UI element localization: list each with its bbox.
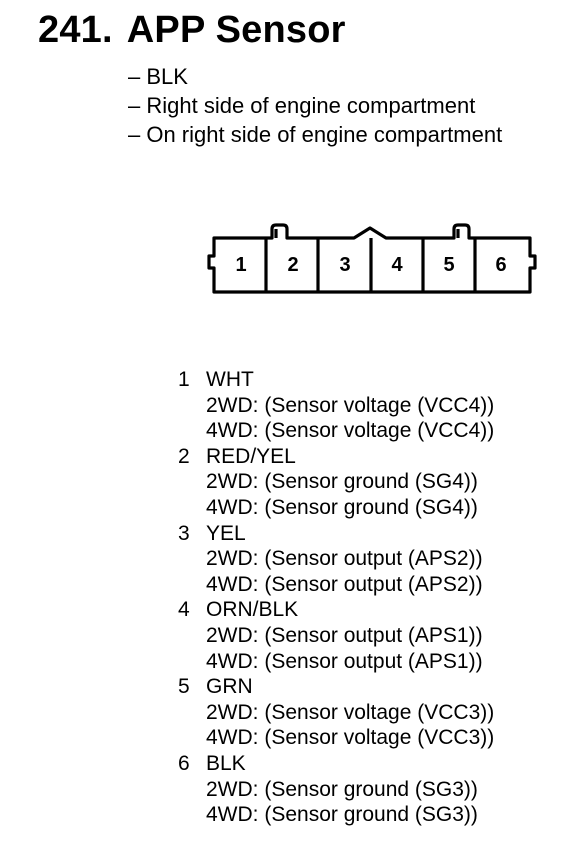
pin-number: 5 (178, 675, 190, 699)
spec-location: – Right side of engine compartment (128, 93, 476, 118)
terminal-4: 4 (391, 254, 403, 276)
pin-function-2wd: 2WD: (Sensor voltage (VCC3)) (206, 700, 495, 724)
pin-function-4wd: 4WD: (Sensor voltage (VCC4)) (206, 419, 495, 443)
pin-item: 4 ORN/BLK 2WD: (Sensor output (APS1)) 4W… (178, 597, 494, 674)
terminal-1: 1 (235, 254, 246, 276)
pin-function-4wd: 4WD: (Sensor output (APS1)) (206, 649, 483, 673)
wire-color: WHT (206, 368, 254, 391)
pin-item: 3 YEL 2WD: (Sensor output (APS2)) 4WD: (… (178, 521, 494, 598)
pin-number: 1 (178, 368, 190, 391)
connector-specs: – BLK – Right side of engine compartment… (128, 62, 502, 149)
pin-list: 1 WHT 2WD: (Sensor voltage (VCC4)) 4WD: … (178, 367, 494, 828)
component-number: 241. (38, 9, 113, 51)
wire-color: GRN (206, 675, 253, 699)
pin-function-2wd: 2WD: (Sensor ground (SG3)) (206, 777, 478, 801)
connector-housing (207, 223, 537, 294)
pin-function-4wd: 4WD: (Sensor ground (SG4)) (206, 495, 478, 519)
terminal-3: 3 (339, 254, 350, 276)
pin-function-2wd: 2WD: (Sensor output (APS2)) (206, 547, 483, 571)
wire-color: YEL (206, 521, 246, 545)
pin-item: 6 BLK 2WD: (Sensor ground (SG3)) 4WD: (S… (178, 751, 494, 828)
terminal-5: 5 (443, 254, 454, 276)
pin-number: 6 (178, 751, 190, 775)
pin-function-4wd: 4WD: (Sensor output (APS2)) (206, 572, 483, 596)
wire-color: ORN/BLK (206, 598, 299, 622)
pin-function-2wd: 2WD: (Sensor output (APS1)) (206, 623, 483, 647)
terminal-6: 6 (495, 254, 506, 276)
connector-diagram: 1 2 3 4 5 6 (207, 223, 537, 294)
pin-number: 4 (178, 598, 190, 622)
pin-number: 2 (178, 444, 190, 468)
terminal-2: 2 (287, 254, 298, 276)
pin-function-2wd: 2WD: (Sensor ground (SG4)) (206, 470, 478, 494)
wire-color: BLK (206, 751, 246, 775)
pin-number: 3 (178, 521, 190, 545)
page-title: 241. APP Sensor (38, 9, 346, 52)
spec-mounting: – On right side of engine compartment (128, 122, 503, 147)
pin-item: 1 WHT 2WD: (Sensor voltage (VCC4)) 4WD: … (178, 367, 494, 444)
pin-function-2wd: 2WD: (Sensor voltage (VCC4)) (206, 393, 495, 417)
component-name: APP Sensor (126, 9, 346, 51)
pin-item: 2 RED/YEL 2WD: (Sensor ground (SG4)) 4WD… (178, 444, 494, 521)
pin-item: 5 GRN 2WD: (Sensor voltage (VCC3)) 4WD: … (178, 674, 494, 751)
wire-color: RED/YEL (206, 444, 296, 468)
pin-function-4wd: 4WD: (Sensor voltage (VCC3)) (206, 726, 495, 750)
pin-function-4wd: 4WD: (Sensor ground (SG3)) (206, 803, 478, 827)
spec-connector-color: – BLK (128, 64, 188, 89)
